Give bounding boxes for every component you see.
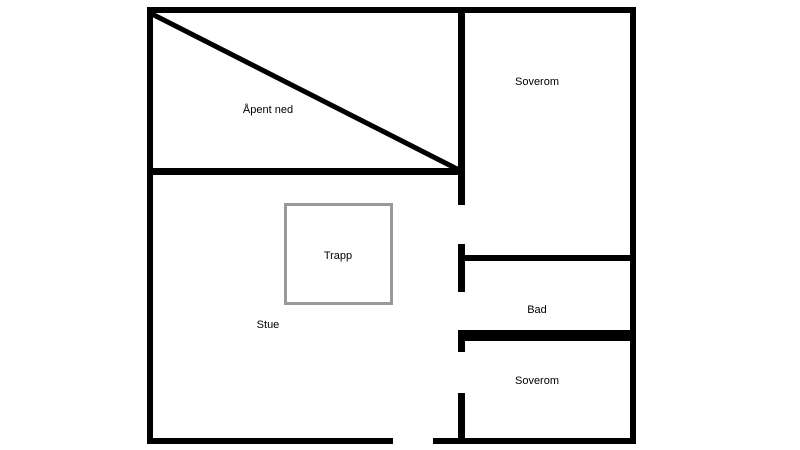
central-wall-lower xyxy=(458,393,465,444)
room-label-living-room: Stue xyxy=(257,319,280,331)
central-wall-upper xyxy=(458,7,465,205)
room-label-stairs: Trapp xyxy=(324,250,352,262)
outer-wall-left xyxy=(147,7,153,444)
outer-wall-right xyxy=(630,7,636,444)
room-label-open-below: Åpent ned xyxy=(243,103,293,116)
outer-wall-top xyxy=(147,7,636,13)
room-label-bedroom-bottom: Soverom xyxy=(515,375,559,387)
stair-outline xyxy=(284,203,393,305)
open-below-diagonal xyxy=(148,10,463,174)
outer-wall-bottom-right xyxy=(433,438,636,444)
central-wall-middle xyxy=(458,244,465,292)
room-label-bedroom-top: Soverom xyxy=(515,76,559,88)
bathroom-bottom-wall xyxy=(458,330,636,341)
open-below-bottom-wall xyxy=(147,168,465,175)
room-label-bathroom: Bad xyxy=(527,304,547,316)
bathroom-top-wall xyxy=(458,255,636,261)
outer-wall-bottom-left xyxy=(147,438,393,444)
